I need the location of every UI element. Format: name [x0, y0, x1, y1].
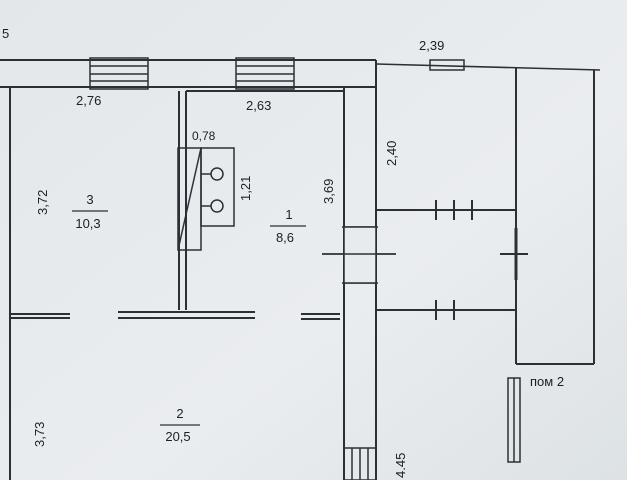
- room-2-number: 2: [176, 406, 183, 421]
- dim-4-45: 4.45: [393, 453, 408, 478]
- dim-3-72: 3,72: [35, 190, 50, 215]
- dim-2-76: 2,76: [76, 93, 101, 108]
- veranda-top-wall: [375, 63, 601, 71]
- dim-3-69: 3,69: [321, 179, 336, 204]
- room-1-number: 1: [285, 207, 292, 222]
- window-veranda-top: [429, 59, 465, 71]
- stove-fixture: [177, 147, 235, 251]
- stove-diagonal: [177, 147, 202, 251]
- dim-2-63: 2,63: [246, 98, 271, 113]
- veranda-opening-marks: [435, 200, 528, 320]
- annexe-label: пом 2: [530, 374, 564, 389]
- window-central-bottom: [343, 447, 377, 480]
- labels: 5 2,76 2,63 2,39 0,78 3,72 1,21 3,69 2,4…: [2, 26, 564, 478]
- walls: [0, 59, 601, 480]
- room-3-label: 3 10,3: [72, 192, 108, 231]
- room-1-label: 1 8,6: [270, 207, 306, 245]
- dim-2-40: 2,40: [384, 141, 399, 166]
- doorway-central: [322, 226, 396, 284]
- room-3-number: 3: [86, 192, 93, 207]
- dim-0-78: 0,78: [192, 129, 216, 143]
- window-top-right: [235, 57, 295, 90]
- dim-1-21: 1,21: [238, 176, 253, 201]
- window-top-left: [89, 57, 149, 90]
- burner-unit: [200, 147, 235, 227]
- room-2-label: 2 20,5: [160, 406, 200, 444]
- dim-3-73: 3,73: [32, 422, 47, 447]
- corner-fragment: 5: [2, 26, 9, 41]
- window-annexe-bottom: [507, 377, 521, 463]
- room-1-area: 8,6: [276, 230, 294, 245]
- room-3-area: 10,3: [75, 216, 100, 231]
- dim-2-39: 2,39: [419, 38, 444, 53]
- room-2-area: 20,5: [165, 429, 190, 444]
- windows: [89, 57, 521, 480]
